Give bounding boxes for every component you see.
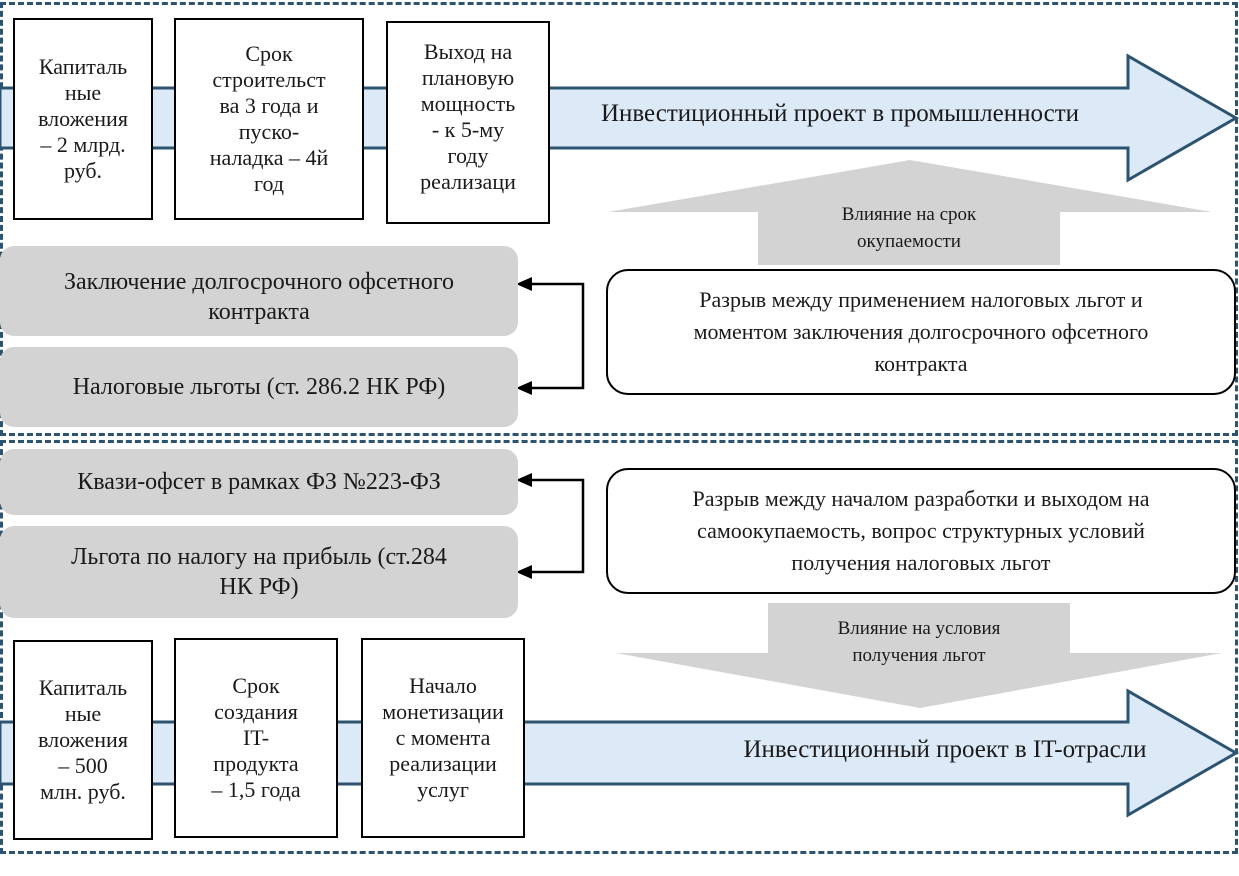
top-gap-box: Разрыв между применением налоговых льгот… xyxy=(606,269,1236,395)
top-impact-arrow-up xyxy=(608,160,1212,265)
top-connector xyxy=(530,282,585,390)
bottom-connector-arrowhead-2 xyxy=(516,565,532,579)
top-box-investment: Капиталь ные вложения – 2 млрд. руб. xyxy=(13,18,153,220)
top-pill-offset-contract: Заключение долгосрочного офсетного контр… xyxy=(0,246,518,336)
bottom-impact-arrow-down xyxy=(616,603,1222,708)
bottom-impact-label: Влияние на условия получения льгот xyxy=(837,618,1001,666)
top-arrow-label: Инвестиционный проект в промышленности xyxy=(600,100,1080,127)
bottom-pill-profit-tax-benefit: Льгота по налогу на прибыль (ст.284 НК Р… xyxy=(0,526,518,618)
top-impact-label: Влияние на срок окупаемости xyxy=(841,204,977,252)
bottom-connector-arrowhead-1 xyxy=(516,473,532,487)
top-connector-arrowhead-2 xyxy=(516,381,532,395)
bottom-box-monetization: Начало монетизации с момента реализации … xyxy=(361,638,525,838)
bottom-pill-quasi-offset: Квази-офсет в рамках ФЗ №223-ФЗ xyxy=(0,449,518,515)
bottom-box-development-term: Срок создания IT- продукта – 1,5 года xyxy=(174,638,338,838)
bottom-arrow-label: Инвестиционный проект в IT-отрасли xyxy=(743,736,1147,763)
top-box-construction-term: Срок строительст ва 3 года и пуско- нала… xyxy=(174,18,364,220)
bottom-gap-box: Разрыв между началом разработки и выходо… xyxy=(606,468,1236,594)
top-box-planned-capacity: Выход на плановую мощность - к 5-му году… xyxy=(386,21,550,224)
top-section-frame xyxy=(0,2,1238,436)
top-pill-tax-benefits: Налоговые льготы (ст. 286.2 НК РФ) xyxy=(0,347,518,427)
bottom-section-frame xyxy=(0,440,1238,854)
bottom-connector xyxy=(530,478,585,574)
bottom-box-investment: Капиталь ные вложения – 500 млн. руб. xyxy=(13,640,153,840)
top-connector-arrowhead-1 xyxy=(516,277,532,291)
